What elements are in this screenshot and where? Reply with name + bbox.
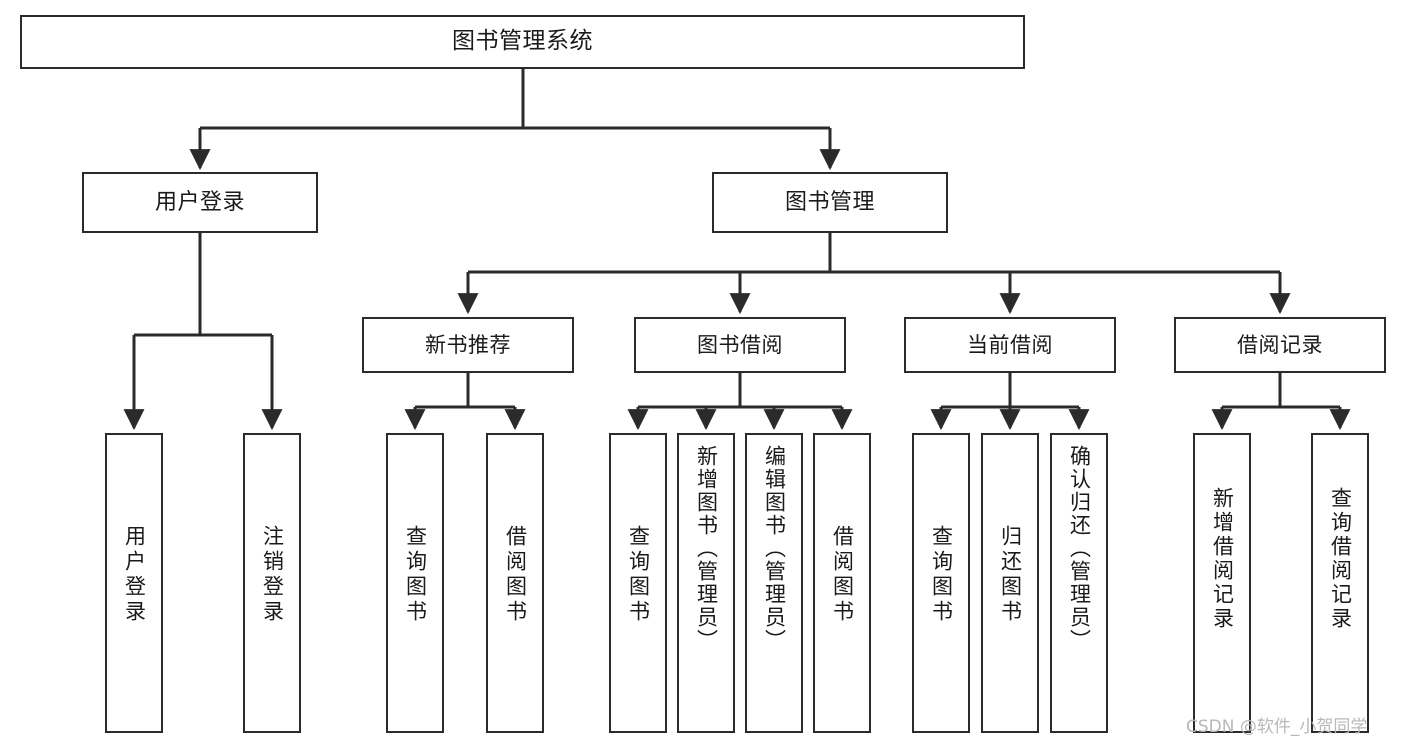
node-leaf-query-book-current-label: 查询图书	[929, 525, 954, 625]
node-leaf-borrow-book[interactable]: 借阅图书	[813, 433, 871, 733]
node-leaf-confirm-return-admin[interactable]: 确认归还（管理员）	[1050, 433, 1108, 733]
node-leaf-borrow-book-recommend-label: 借阅图书	[503, 525, 528, 625]
node-leaf-edit-book-admin[interactable]: 编辑图书（管理员）	[745, 433, 803, 733]
node-leaf-user-login-label: 用户登录	[122, 525, 147, 625]
node-leaf-query-borrow-record[interactable]: 查询借阅记录	[1311, 433, 1369, 733]
node-leaf-query-borrow-record-label: 查询借阅记录	[1328, 487, 1353, 631]
node-new-book-recommend[interactable]: 新书推荐	[362, 317, 574, 373]
node-leaf-edit-book-admin-label: 编辑图书（管理员）	[762, 445, 787, 652]
node-leaf-add-borrow-record-label: 新增借阅记录	[1210, 487, 1235, 631]
node-book-borrow[interactable]: 图书借阅	[634, 317, 846, 373]
node-leaf-add-book-admin-label: 新增图书（管理员）	[694, 445, 719, 652]
node-leaf-borrow-book-label: 借阅图书	[830, 525, 855, 625]
watermark-text: CSDN @软件_小贺同学	[1186, 717, 1368, 737]
node-borrow-record[interactable]: 借阅记录	[1174, 317, 1386, 373]
node-leaf-borrow-book-recommend[interactable]: 借阅图书	[486, 433, 544, 733]
node-current-borrow-label: 当前借阅	[967, 332, 1053, 357]
node-current-borrow[interactable]: 当前借阅	[904, 317, 1116, 373]
node-leaf-query-book-borrow[interactable]: 查询图书	[609, 433, 667, 733]
node-root-label: 图书管理系统	[452, 28, 593, 55]
node-leaf-user-login[interactable]: 用户登录	[105, 433, 163, 733]
node-leaf-add-book-admin[interactable]: 新增图书（管理员）	[677, 433, 735, 733]
node-leaf-return-book-label: 归还图书	[998, 525, 1023, 625]
node-book-borrow-label: 图书借阅	[697, 332, 783, 357]
node-leaf-return-book[interactable]: 归还图书	[981, 433, 1039, 733]
node-root-library-system[interactable]: 图书管理系统	[20, 15, 1025, 69]
node-leaf-confirm-return-admin-label: 确认归还（管理员）	[1067, 445, 1092, 652]
node-book-management-label: 图书管理	[784, 189, 875, 215]
node-new-book-recommend-label: 新书推荐	[425, 332, 511, 357]
node-user-login[interactable]: 用户登录	[82, 172, 318, 233]
node-leaf-query-book-recommend[interactable]: 查询图书	[386, 433, 444, 733]
node-leaf-add-borrow-record[interactable]: 新增借阅记录	[1193, 433, 1251, 733]
node-leaf-query-book-recommend-label: 查询图书	[403, 525, 428, 625]
node-leaf-query-book-current[interactable]: 查询图书	[912, 433, 970, 733]
node-book-management[interactable]: 图书管理	[712, 172, 948, 233]
node-leaf-query-book-borrow-label: 查询图书	[626, 525, 651, 625]
node-user-login-label: 用户登录	[154, 189, 245, 215]
node-leaf-logout-label: 注销登录	[260, 525, 285, 625]
node-leaf-logout[interactable]: 注销登录	[243, 433, 301, 733]
node-borrow-record-label: 借阅记录	[1237, 332, 1323, 357]
